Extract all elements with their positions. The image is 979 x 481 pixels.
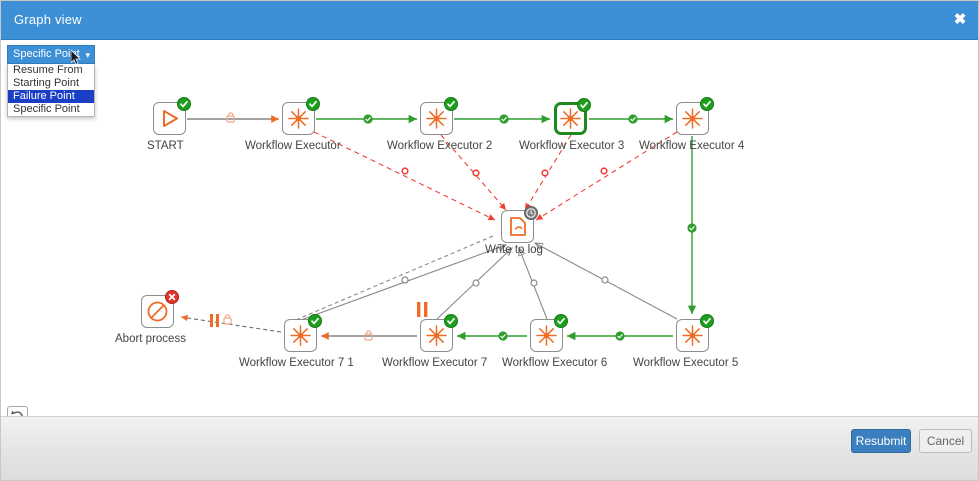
- resume-mode-dropdown[interactable]: Specific Point ▾ Resume From Starting Po…: [7, 45, 95, 117]
- graph-toolbar: [7, 406, 29, 416]
- graph-node-label-wfe6: Workflow Executor 6: [502, 357, 608, 369]
- graph-node-wfe7[interactable]: [420, 314, 458, 352]
- check-circle-icon: [628, 114, 638, 124]
- status-badge-success: [306, 97, 320, 111]
- pause-icon: [210, 314, 219, 327]
- graph-node-label-wfe1: Workflow Executor: [245, 140, 341, 152]
- graph-node-wfe3[interactable]: [554, 98, 591, 135]
- executor-icon: [426, 108, 447, 129]
- edge-wfe7-to-wfe71: [321, 330, 417, 341]
- status-badge-success: [577, 98, 591, 112]
- dialog-titlebar: Graph view ✖: [1, 1, 978, 40]
- close-icon[interactable]: ✖: [953, 11, 967, 28]
- graph-node-label-wfe7: Workflow Executor 7: [382, 357, 488, 369]
- check-circle-icon: [499, 114, 509, 124]
- lock-icon: [364, 330, 373, 341]
- executor-icon: [560, 108, 581, 129]
- check-circle-icon: [498, 331, 508, 341]
- status-badge-error: [165, 290, 179, 304]
- pause-icon: [417, 302, 428, 317]
- page-title: Graph view: [14, 12, 82, 27]
- graph-node-wfe1[interactable]: [282, 97, 320, 135]
- dropdown-option-resume-from[interactable]: Resume From: [13, 64, 83, 76]
- resubmit-button[interactable]: Resubmit: [851, 429, 911, 453]
- status-badge-success: [308, 314, 322, 328]
- graph-edges: [180, 112, 697, 341]
- executor-icon: [426, 325, 447, 346]
- check-circle-icon: [363, 114, 373, 124]
- graph-node-wfe6[interactable]: [530, 314, 568, 352]
- dropdown-option-failure-point[interactable]: Failure Point: [8, 90, 94, 103]
- status-badge-success: [444, 97, 458, 111]
- refresh-button[interactable]: [7, 406, 28, 416]
- edge-wfe4-to-wfe5: [687, 136, 697, 314]
- graph-node-label-wfe4: Workflow Executor 4: [639, 140, 745, 152]
- cancel-button[interactable]: Cancel: [919, 429, 972, 453]
- dropdown-option-specific-point[interactable]: Specific Point: [13, 103, 80, 115]
- status-badge-success: [700, 314, 714, 328]
- graph-node-wfe71[interactable]: [284, 314, 322, 352]
- status-badge-success: [554, 314, 568, 328]
- graph-node-start[interactable]: [153, 97, 191, 135]
- executor-icon: [682, 325, 703, 346]
- graph-node-label-write-to-log: Write to log: [485, 244, 543, 256]
- refresh-icon: [11, 410, 23, 416]
- edge-wfe71-to-abort: [180, 314, 282, 333]
- dropdown-selected-value: Specific Point: [13, 48, 80, 60]
- executor-icon: [290, 325, 311, 346]
- status-badge-success: [700, 97, 714, 111]
- edge-write-log-to-lower-left: [290, 235, 494, 323]
- edge-wfe1-to-wfe2: [316, 114, 417, 124]
- edge-start-to-wfe1: [187, 112, 279, 123]
- graph-node-wfe5[interactable]: [676, 314, 714, 352]
- check-circle-icon: [615, 331, 625, 341]
- graph-node-label-start: START: [147, 140, 184, 152]
- edge-wfe2-to-wfe3: [454, 114, 550, 124]
- dropdown-option-starting-point[interactable]: Starting Point: [13, 77, 80, 89]
- graph-node-wfe4[interactable]: [676, 97, 714, 135]
- log-edge-circle-markers: [401, 276, 609, 287]
- edge-wfe6-to-wfe7: [457, 331, 527, 341]
- graph-node-abort-process[interactable]: [141, 290, 179, 328]
- graph-node-label-wfe2: Workflow Executor 2: [387, 140, 493, 152]
- graph-node-wfe2[interactable]: [420, 97, 458, 135]
- dropdown-toggle[interactable]: Specific Point ▾: [7, 45, 95, 64]
- graph-canvas[interactable]: START Workflow Executor: [1, 40, 978, 416]
- edge-wfe5-to-wfe6: [567, 331, 673, 341]
- play-icon: [163, 110, 178, 127]
- status-badge-success: [444, 314, 458, 328]
- graph-node-label-abort-process: Abort process: [115, 333, 186, 345]
- chevron-down-icon: ▾: [85, 50, 90, 60]
- graph-node-write-to-log[interactable]: [501, 206, 538, 243]
- write-log-icon: [510, 217, 526, 236]
- error-edge-circle-markers: [401, 167, 608, 177]
- executor-icon: [288, 108, 309, 129]
- executor-icon: [536, 325, 557, 346]
- executor-icon: [682, 108, 703, 129]
- dialog-footer: Resubmit Cancel: [1, 416, 978, 480]
- edge-wfe3-to-wfe4: [589, 114, 673, 124]
- status-badge-success: [177, 97, 191, 111]
- dropdown-options-list[interactable]: Resume From Starting Point Failure Point…: [7, 64, 95, 117]
- lock-icon: [226, 112, 235, 123]
- lock-icon: [223, 314, 232, 325]
- check-circle-icon: [687, 223, 697, 233]
- graph-node-label-wfe3: Workflow Executor 3: [519, 140, 625, 152]
- status-badge-pending: [524, 206, 538, 220]
- abort-icon: [147, 301, 168, 322]
- graph-node-label-wfe5: Workflow Executor 5: [633, 357, 739, 369]
- graph-node-label-wfe71: Workflow Executor 7 1: [239, 357, 354, 369]
